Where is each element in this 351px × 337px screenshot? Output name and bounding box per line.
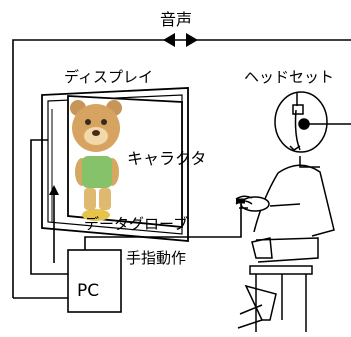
data-glove-label: データグローブ — [84, 215, 188, 233]
hand-motion-label: 手指動作 — [126, 249, 186, 267]
bear-character-icon — [70, 100, 122, 221]
headset-label: ヘッドセット — [244, 68, 334, 86]
audio-connection-line — [12, 39, 351, 299]
data-glove-line — [84, 198, 245, 250]
audio-label: 音声 — [160, 10, 192, 29]
pc-to-display-lines — [30, 139, 68, 275]
bidirectional-arrow-icon — [163, 33, 198, 47]
pc-box — [67, 249, 122, 313]
display-label: ディスプレイ — [64, 68, 153, 86]
character-label: キャラクタ — [127, 149, 206, 168]
user-figure — [235, 91, 351, 332]
pc-label: PC — [77, 281, 99, 301]
